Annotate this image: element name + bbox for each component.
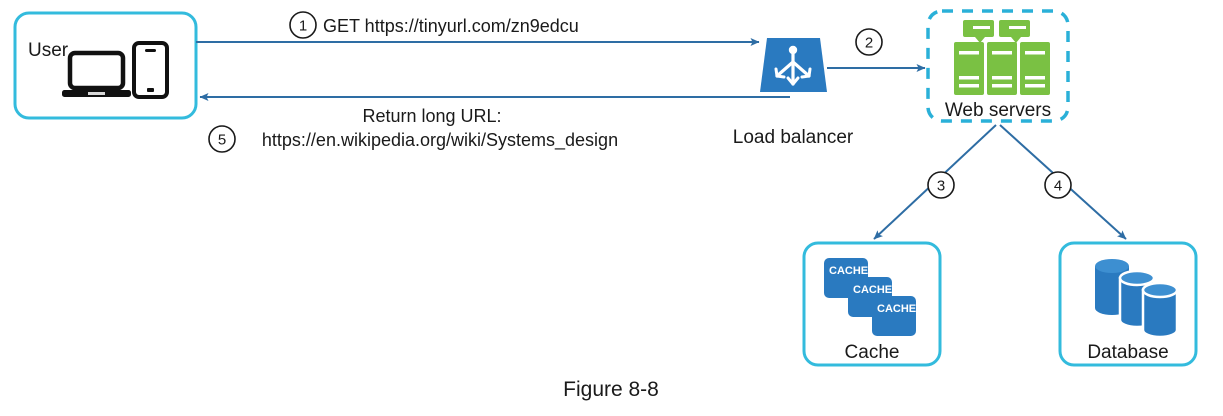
node-load-balancer[interactable]: Load balancer — [733, 38, 854, 148]
cache-label: Cache — [845, 342, 900, 363]
step-number-1: 1 — [299, 18, 307, 35]
cache-tile-text-3: CACHE — [877, 303, 916, 315]
step-number-5: 5 — [218, 132, 226, 149]
step-marker-5: 5 — [208, 125, 236, 153]
flow-5-label-line2: https://en.wikipedia.org/wiki/Systems_de… — [262, 130, 618, 151]
node-web-servers[interactable]: Web servers — [926, 9, 1070, 123]
cache-tile-text-2: CACHE — [853, 284, 892, 296]
laptop-icon — [62, 50, 131, 97]
load-balancer-icon — [774, 45, 812, 86]
step-marker-3: 3 — [927, 171, 955, 199]
web-servers-label: Web servers — [945, 100, 1051, 121]
step-number-4: 4 — [1054, 178, 1062, 195]
node-database[interactable]: Database — [1058, 241, 1198, 367]
step-marker-4: 4 — [1044, 171, 1072, 199]
smartphone-icon — [132, 41, 169, 99]
load-balancer-label: Load balancer — [733, 127, 854, 148]
step-number-2: 2 — [865, 35, 873, 52]
user-label: User — [28, 40, 69, 61]
flow-1-label: GET https://tinyurl.com/zn9edcu — [323, 16, 579, 36]
flow-5-label-line1: Return long URL: — [362, 106, 501, 126]
database-cylinders-icon — [1095, 259, 1179, 339]
server-rack-icon — [954, 20, 1050, 95]
cache-stack-icon: CACHE CACHE CACHE — [824, 258, 916, 336]
step-marker-2: 2 — [855, 28, 883, 56]
cache-tile-text-1: CACHE — [829, 265, 868, 277]
figure-caption: Figure 8-8 — [563, 378, 659, 401]
node-cache[interactable]: CACHE CACHE CACHE Cache — [802, 241, 942, 367]
step-marker-1: 1 — [289, 11, 317, 39]
node-user[interactable]: User — [13, 11, 198, 120]
step-number-3: 3 — [937, 178, 945, 195]
database-label: Database — [1087, 342, 1168, 363]
